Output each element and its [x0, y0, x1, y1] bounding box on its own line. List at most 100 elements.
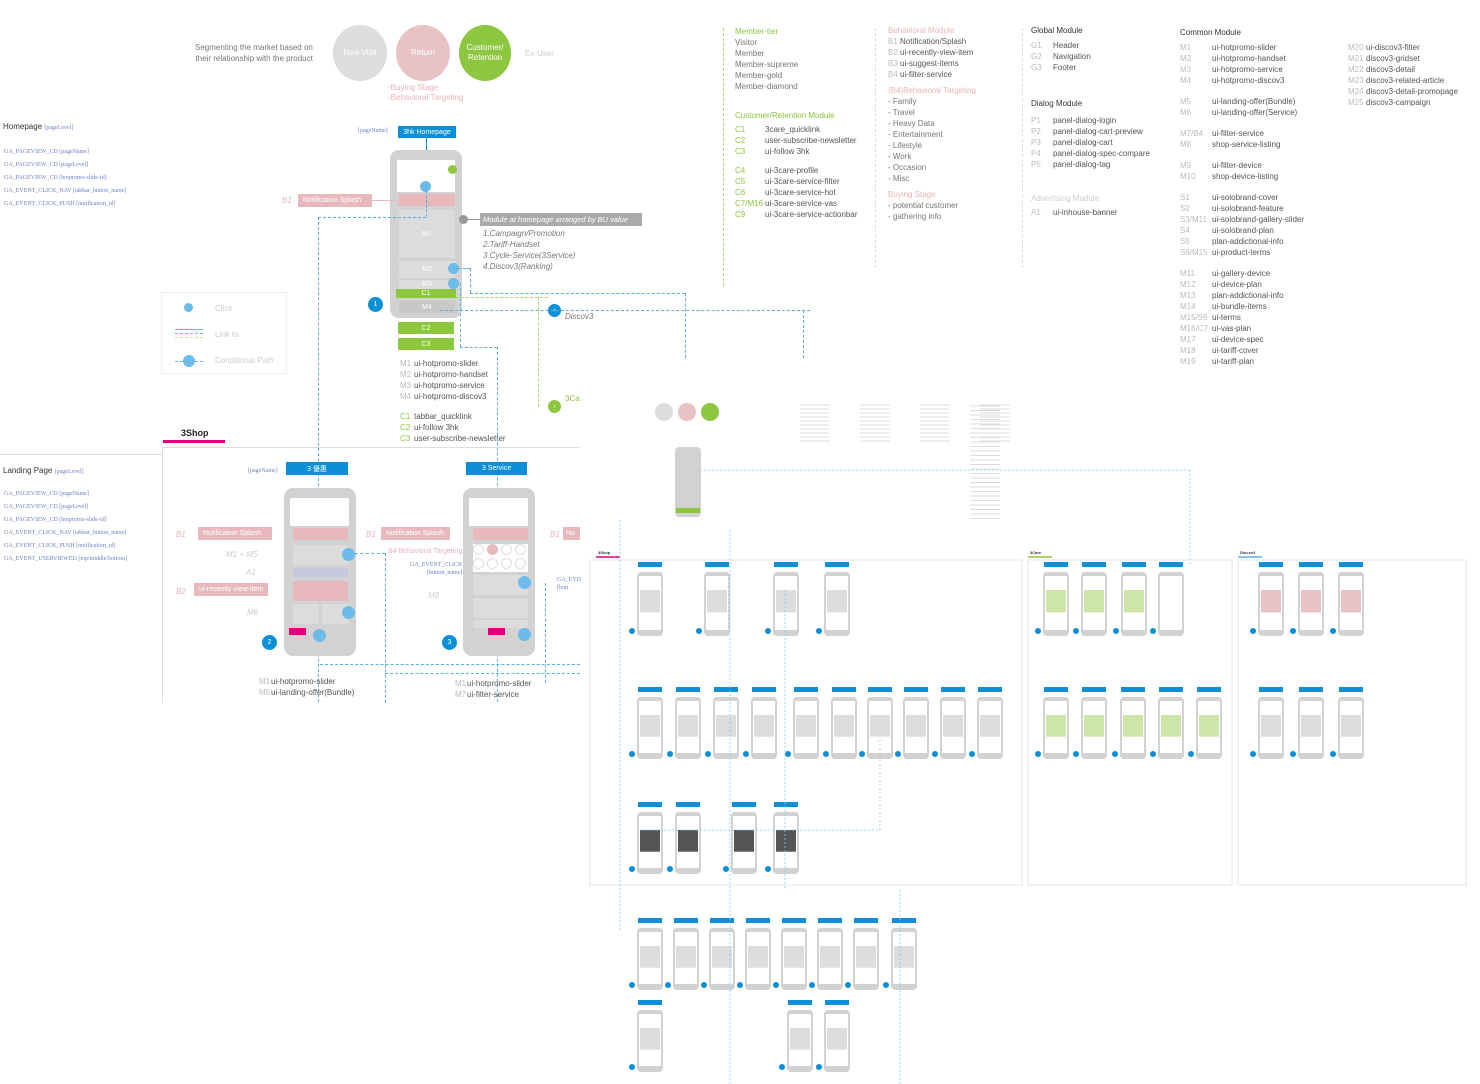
item-label: Header [1053, 41, 1080, 50]
overview-page-label [746, 918, 770, 923]
module-title: Behavioral Module [888, 26, 955, 35]
item-label: ui-filter-device [1212, 161, 1262, 170]
item-code: M6 [1180, 108, 1192, 117]
overview-section-box [589, 559, 1023, 886]
b1-code: B1 [550, 530, 560, 539]
item-label: ui-tariff-cover [1212, 346, 1259, 355]
service-page-label[interactable]: 3 Service [466, 462, 527, 475]
item-label: ui-solobrand-cover [1212, 193, 1279, 202]
b1-code: B1 [176, 530, 186, 539]
list-item: M1ui-hotpromo-slider [455, 678, 531, 689]
conditional-path-icon[interactable]: › [548, 400, 561, 413]
item-label: ui-gallery-device [1212, 269, 1271, 278]
overview-page-label [1259, 562, 1283, 567]
list-item: - Family [888, 97, 917, 106]
overview-segment-circle [655, 403, 673, 421]
list-item: GA_EVENT_USERVIEWED [top/middle/bottom] [4, 556, 128, 562]
overview-step-badge [629, 982, 635, 988]
item-label: discov3-gridset [1366, 54, 1420, 63]
overview-section-title: 3Shop [598, 550, 611, 555]
module-title: Common Module [1180, 28, 1241, 37]
item-code: M10 [1180, 172, 1196, 181]
click-dot[interactable] [518, 628, 531, 641]
link-line [470, 293, 685, 294]
overview-page-label [1044, 687, 1068, 692]
click-dot[interactable] [313, 629, 326, 642]
notification-splash-tag: Notification Splash [381, 527, 450, 540]
overview-phone-block [1261, 715, 1281, 737]
item-label: discov3-detail-promopage [1366, 87, 1459, 96]
landing-title: Landing Page [pageLevel] [3, 465, 84, 479]
divider [1022, 28, 1023, 268]
item-code: M18 [1180, 346, 1196, 355]
item-code: M13 [1180, 291, 1196, 300]
overview-step-badge [1250, 751, 1256, 757]
cta-button[interactable] [488, 628, 505, 635]
overview-step-badge [1035, 751, 1041, 757]
item-code: C5 [735, 177, 746, 186]
click-dot[interactable] [518, 576, 531, 589]
cta-button[interactable] [289, 628, 306, 635]
overview-phone-block [1199, 715, 1219, 737]
overview-step-badge [809, 982, 815, 988]
m6-code: M6 [247, 608, 259, 617]
click-dot[interactable] [342, 548, 355, 561]
homepage-page-label[interactable]: 3hk Homepage [398, 126, 456, 138]
overview-phone-block [1301, 715, 1321, 737]
segment-ex-user: Ex-User [525, 49, 554, 58]
overview-page-label [782, 918, 806, 923]
item-code: M5 [259, 688, 271, 697]
list-item: M1ui-hotpromo-slider [259, 676, 354, 687]
item-code: M5 [1180, 97, 1192, 106]
item-label: ui-landing-offer(Bundle) [1212, 97, 1296, 106]
member-tier-title: Member-tier [735, 27, 779, 36]
page-name-tag: [pageName] [248, 468, 278, 474]
click-dot[interactable] [420, 181, 431, 192]
overview-phone-block [827, 590, 847, 613]
overview-step-badge [932, 751, 938, 757]
offer-page-label[interactable]: 3 優惠 [286, 462, 348, 475]
list-item: Member-diamond [735, 82, 798, 91]
overview-page-label [1159, 562, 1183, 567]
item-code: P2 [1031, 127, 1041, 136]
overview-page-label [892, 918, 916, 923]
item-code: B2 [888, 48, 898, 57]
list-item: Member-gold [735, 71, 783, 80]
list-item: GA_PAGEVIEW_CD [hotpromo-slide-id] [4, 517, 107, 523]
module-m1: M1 [399, 210, 455, 258]
item-code: S5 [1180, 237, 1190, 246]
click-dot[interactable] [342, 606, 355, 619]
overview-page-label [774, 802, 798, 807]
overview-phone-block [1341, 715, 1361, 737]
phone-header [290, 498, 349, 526]
caption-line: their relationship with the product [195, 54, 313, 63]
page-name-tag: [pageName] [358, 128, 388, 134]
caption-line: Segmenting the market based on [195, 43, 313, 52]
click-dot[interactable] [448, 263, 459, 274]
item-code: M7 [455, 690, 467, 699]
overview-phone-block [1161, 590, 1181, 613]
item-code: P3 [1031, 138, 1041, 147]
module-c3: C3 [398, 338, 454, 350]
buying-stage-label: -Buying Stage [388, 83, 439, 92]
click-dot[interactable] [448, 278, 459, 289]
overview-step-badge [845, 982, 851, 988]
overview-page-label [674, 918, 698, 923]
